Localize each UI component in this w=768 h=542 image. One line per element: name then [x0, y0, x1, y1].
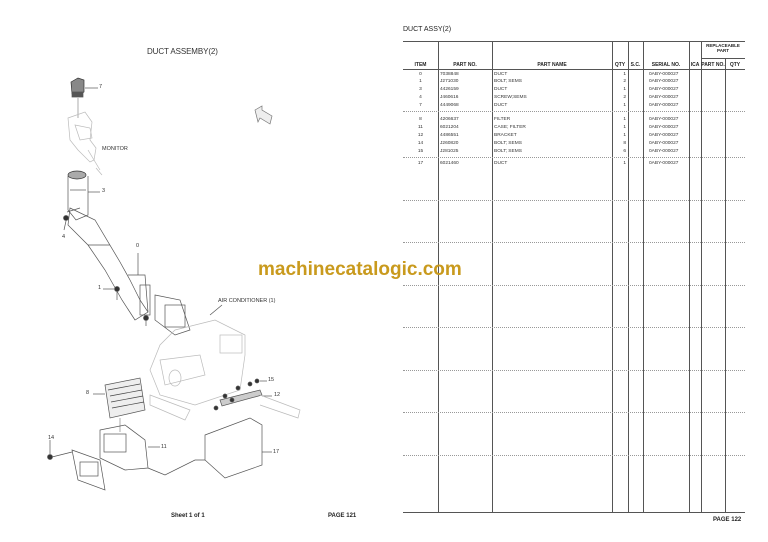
group-separator: [403, 157, 745, 158]
table-row[interactable]: 3 4426159 DUCT 1 0ABY-000027: [419, 87, 679, 92]
parts-list-title: DUCT ASSY(2): [403, 26, 452, 33]
table-row[interactable]: 0 7038848 DUCT 1 0ABY-000027: [419, 72, 679, 77]
group-separator: [403, 327, 745, 328]
air-conditioner-ghost: [149, 304, 246, 421]
callout-15: 15: [268, 377, 275, 383]
col-divider: [628, 42, 629, 512]
table-row[interactable]: 8 4206637 FILTER 1 0ABY-000027: [419, 117, 679, 122]
header-ica: ICA: [690, 62, 700, 68]
group-separator: [403, 370, 745, 371]
header-rep-qty: QTY: [729, 62, 741, 68]
part-4-screw: [63, 207, 81, 231]
callout-12: 12: [274, 392, 281, 398]
part-12-bracket: [213, 378, 301, 419]
group-separator: [403, 242, 745, 243]
exploded-parts-diagram: [47, 77, 301, 491]
header-qty: QTY: [614, 62, 626, 68]
part-11-case: [99, 424, 160, 471]
replaceable-header-rule: [701, 58, 745, 59]
header-replaceable-part: REPLACEABLE PART: [706, 43, 740, 53]
table-row[interactable]: 12 4486551 BRACKET 1 0ABY-000027: [417, 133, 679, 138]
table-row[interactable]: 7 4449068 DUCT 1 0ABY-000027: [419, 103, 679, 108]
callout-7: 7: [99, 84, 103, 90]
col-divider: [701, 42, 702, 512]
callout-1: 1: [98, 285, 102, 291]
diagram-page: DUCT ASSEMBY(2): [47, 47, 357, 519]
table-row[interactable]: 17 6021460 DUCT 1 0ABY-000027: [417, 161, 679, 166]
part-14-frame: [47, 440, 106, 491]
diagram-title: DUCT ASSEMBY(2): [147, 47, 218, 56]
callout-3: 3: [102, 188, 106, 194]
monitor-ghost: [67, 111, 103, 176]
callout-11: 11: [161, 444, 167, 450]
table-row[interactable]: 11 6021204 CASE; FILTER 1 0ABY-000027: [418, 125, 679, 130]
part-1-bolt: [103, 286, 120, 300]
header-item: ITEM: [414, 62, 427, 68]
table-row[interactable]: 15 J281025 BOLT; SEMS 6 0ABY-000027: [417, 149, 679, 154]
part-17-cover: [147, 417, 272, 479]
group-separator: [403, 200, 745, 201]
header-serial-no: SERIAL NO.: [651, 62, 681, 68]
group-separator: [403, 455, 745, 456]
group-separator: [403, 412, 745, 413]
watermark: machinecatalogic.com: [258, 259, 462, 280]
page-number-right: PAGE 122: [713, 517, 742, 523]
col-divider: [438, 42, 439, 512]
callout-4: 4: [62, 234, 66, 240]
part-7-nozzle: [70, 77, 98, 118]
header-sc: S.C.: [630, 62, 641, 68]
callout-17: 17: [273, 449, 280, 455]
part-8-filter: [93, 377, 146, 432]
part-0-duct: [67, 207, 191, 336]
group-separator: [403, 111, 745, 112]
table-row[interactable]: 1 J271030 BOLT; SEMS 2 0ABY-000027: [419, 79, 679, 84]
table-row[interactable]: 4 J460616 SCREW;SEMS 2 0ABY-000027: [419, 95, 679, 100]
table-row[interactable]: 14 J260820 BOLT; SEMS 8 0ABY-000027: [417, 141, 679, 146]
col-divider: [643, 42, 644, 512]
part-3-duct: [67, 170, 100, 221]
callout-8: 8: [86, 390, 90, 396]
col-divider: [689, 42, 690, 512]
col-divider: [612, 42, 613, 512]
sheet-label: Sheet 1 of 1: [171, 513, 205, 519]
page-number-left: PAGE 121: [328, 513, 357, 519]
direction-arrow-icon: [254, 105, 273, 125]
header-part-name: PART NAME: [537, 62, 567, 68]
air-conditioner-label: AIR CONDITIONER (1): [218, 298, 276, 304]
monitor-label: MONITOR: [102, 146, 128, 152]
header-rep-part-no: PART NO.: [701, 62, 725, 68]
callout-14: 14: [48, 435, 55, 441]
col-divider: [492, 42, 493, 512]
callout-0: 0: [136, 243, 140, 249]
group-separator: [403, 285, 745, 286]
header-bottom-rule: [403, 69, 745, 70]
header-part-no: PART NO.: [453, 62, 477, 68]
parts-table: REPLACEABLE PART ITEM PART NO. PART NAME…: [403, 41, 745, 513]
